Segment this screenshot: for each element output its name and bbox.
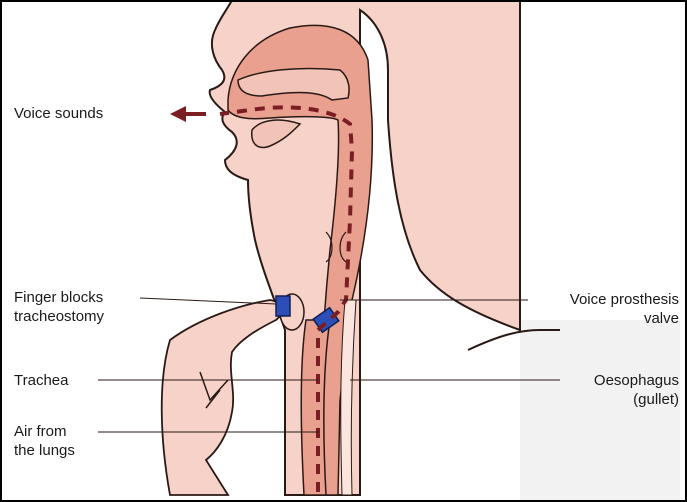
label-finger-blocks-2: tracheostomy [14,307,104,326]
label-finger-blocks-1: Finger blocks [14,288,103,307]
label-prosthesis-1: Voice prosthesis [570,290,679,309]
background-panel [520,320,680,500]
label-oesophagus-1: Oesophagus [594,371,679,390]
label-oesophagus-2: (gullet) [633,390,679,409]
label-air-1: Air from [14,422,67,441]
label-prosthesis-2: valve [644,309,679,328]
label-voice-sounds: Voice sounds [14,104,103,123]
label-air-2: the lungs [14,441,75,460]
label-trachea: Trachea [14,371,68,390]
